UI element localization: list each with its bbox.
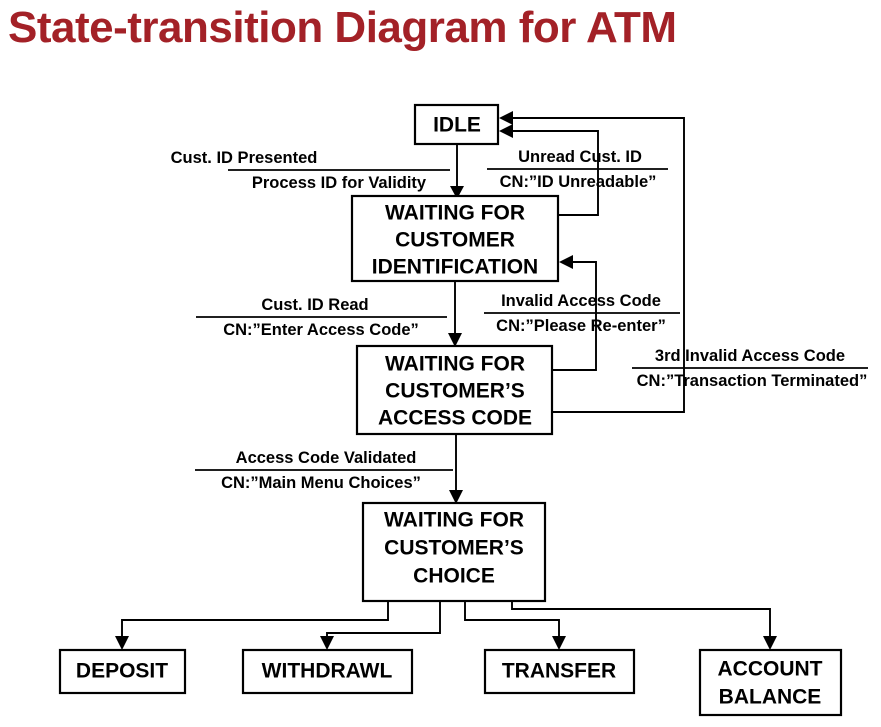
state-label-line-2: CUSTOMER’S — [385, 380, 525, 403]
transition-access-code-to-choice — [449, 434, 463, 504]
arrowhead-icon — [448, 333, 462, 347]
transition-event-text: Access Code Validated — [236, 449, 417, 467]
state-box-rect — [355, 344, 554, 436]
transition-event-text: 3rd Invalid Access Code — [655, 347, 845, 365]
state-box-rect — [413, 103, 500, 146]
state-box-rect — [58, 648, 187, 695]
state-transfer[interactable]: TRANSFER — [483, 648, 636, 695]
transition-label-access-code-validated: Access Code Validated CN:”Main Menu Choi… — [195, 449, 453, 492]
state-label-line-3: CHOICE — [413, 565, 495, 588]
arrowhead-icon — [320, 636, 334, 650]
transition-action-text: Process ID for Validity — [252, 174, 427, 192]
state-label-line-3: ACCESS CODE — [378, 407, 532, 430]
arrowhead-icon — [559, 255, 573, 269]
state-label-line-1: WAITING FOR — [385, 353, 525, 376]
transition-event-text: Cust. ID Presented — [171, 149, 318, 167]
state-box-rect — [483, 648, 636, 695]
state-label-transfer: TRANSFER — [502, 660, 616, 683]
transition-choice-to-account-balance — [511, 601, 777, 650]
transition-event-text: Cust. ID Read — [261, 296, 368, 314]
arrowhead-icon — [499, 111, 513, 125]
arrowhead-icon — [450, 186, 464, 199]
transition-action-text: CN:”Main Menu Choices” — [221, 474, 421, 492]
state-label-withdrawl: WITHDRAWL — [262, 660, 393, 683]
page-title: State-transition Diagram for ATM — [8, 3, 677, 52]
state-waiting-for-customer-identification[interactable]: WAITING FOR CUSTOMER IDENTIFICATION — [350, 194, 560, 283]
arrowhead-icon — [763, 636, 777, 650]
state-label-line-1: ACCOUNT — [718, 658, 823, 681]
transition-label-cust-id-presented: Cust. ID Presented Process ID for Validi… — [171, 149, 450, 192]
state-label-line-1: WAITING FOR — [384, 509, 524, 532]
transition-access-code-to-idle — [499, 111, 685, 413]
state-idle[interactable]: IDLE — [413, 103, 500, 146]
state-deposit[interactable]: DEPOSIT — [58, 648, 187, 695]
transition-event-text: Invalid Access Code — [501, 292, 661, 310]
state-box-rect — [350, 194, 560, 283]
state-account-balance[interactable]: ACCOUNT BALANCE — [698, 648, 843, 717]
transition-line — [511, 601, 771, 638]
transition-line — [552, 261, 597, 371]
transition-choice-to-deposit — [115, 601, 389, 650]
transition-choice-to-transfer — [464, 601, 566, 650]
state-label-line-1: WAITING FOR — [385, 202, 525, 225]
arrowhead-icon — [499, 124, 513, 138]
transition-line — [326, 601, 441, 638]
transition-line — [464, 601, 560, 638]
state-box-rect — [698, 648, 843, 717]
state-label-line-2: CUSTOMER — [395, 229, 515, 252]
arrowhead-icon — [449, 490, 463, 504]
transition-label-cust-id-read: Cust. ID Read CN:”Enter Access Code” — [196, 296, 447, 339]
state-label-line-3: IDENTIFICATION — [372, 256, 538, 279]
state-waiting-for-customers-choice[interactable]: WAITING FOR CUSTOMER’S CHOICE — [361, 501, 547, 603]
transition-label-3rd-invalid-access-code: 3rd Invalid Access Code CN:”Transaction … — [632, 347, 868, 390]
transition-identification-to-access-code — [448, 281, 462, 347]
transition-idle-to-identification — [450, 144, 464, 199]
transition-line — [512, 117, 685, 413]
transition-access-code-to-identification — [552, 255, 597, 371]
transition-event-text: Unread Cust. ID — [518, 148, 642, 166]
arrowhead-icon — [115, 636, 129, 650]
state-box-rect — [361, 501, 547, 603]
transition-action-text: CN:”Please Re-enter” — [496, 317, 666, 335]
transition-action-text: CN:”Transaction Terminated” — [637, 372, 868, 390]
transition-identification-to-idle — [499, 124, 599, 216]
state-withdrawl[interactable]: WITHDRAWL — [241, 648, 414, 695]
transition-line — [121, 601, 389, 638]
state-label-line-2: CUSTOMER’S — [384, 537, 524, 560]
transition-label-unread-cust-id: Unread Cust. ID CN:”ID Unreadable” — [487, 148, 668, 191]
transition-action-text: CN:”Enter Access Code” — [223, 321, 419, 339]
state-label-idle: IDLE — [433, 114, 481, 137]
state-box-rect — [241, 648, 414, 695]
transition-label-invalid-access-code: Invalid Access Code CN:”Please Re-enter” — [484, 292, 680, 335]
transition-choice-to-withdrawl — [320, 601, 441, 650]
state-waiting-for-customers-access-code[interactable]: WAITING FOR CUSTOMER’S ACCESS CODE — [355, 344, 554, 436]
state-label-deposit: DEPOSIT — [76, 660, 168, 683]
transition-line — [512, 130, 599, 216]
arrowhead-icon — [552, 636, 566, 650]
transition-action-text: CN:”ID Unreadable” — [500, 173, 657, 191]
state-label-line-2: BALANCE — [719, 686, 822, 709]
